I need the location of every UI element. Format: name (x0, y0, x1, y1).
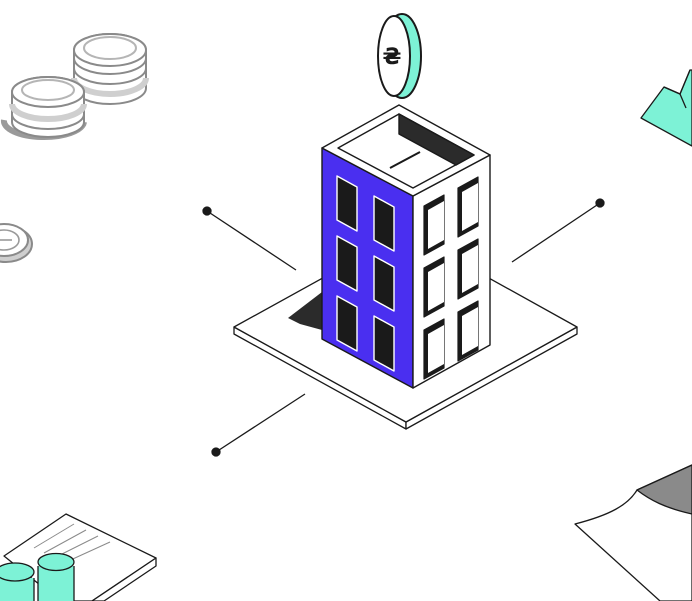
coin-icon (0, 223, 33, 263)
connector-lines (202, 198, 605, 457)
chart-icon (640, 69, 692, 147)
coin-stack-icon (0, 33, 149, 140)
left-windows (336, 175, 395, 372)
hryvnia-coin-icon: ₴ (377, 13, 422, 99)
building-icon (321, 104, 491, 389)
paper-sheet-icon (574, 464, 692, 601)
coin-symbol: ₴ (383, 45, 402, 70)
mint-coin-stack-icon (0, 552, 75, 601)
